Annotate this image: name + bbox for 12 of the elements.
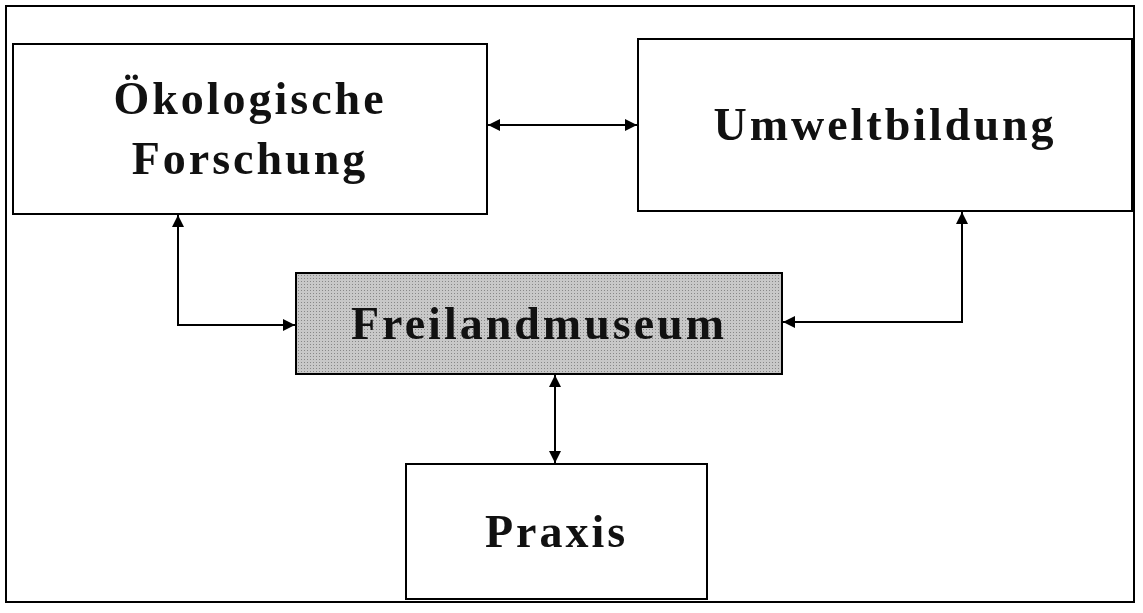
process-box: [637, 38, 1133, 212]
process-box: [405, 463, 708, 600]
process-box: [12, 43, 488, 215]
process-box: [295, 272, 783, 375]
box-label: Umweltbildung: [713, 98, 1057, 153]
arrow: [782, 211, 968, 328]
box-label: Ökologische Forschung: [112, 72, 388, 186]
arrow: [487, 119, 638, 131]
box-label: Praxis: [484, 504, 629, 559]
box-label: Freilandmuseum: [351, 296, 727, 351]
arrow: [172, 214, 296, 331]
arrow: [549, 374, 561, 464]
